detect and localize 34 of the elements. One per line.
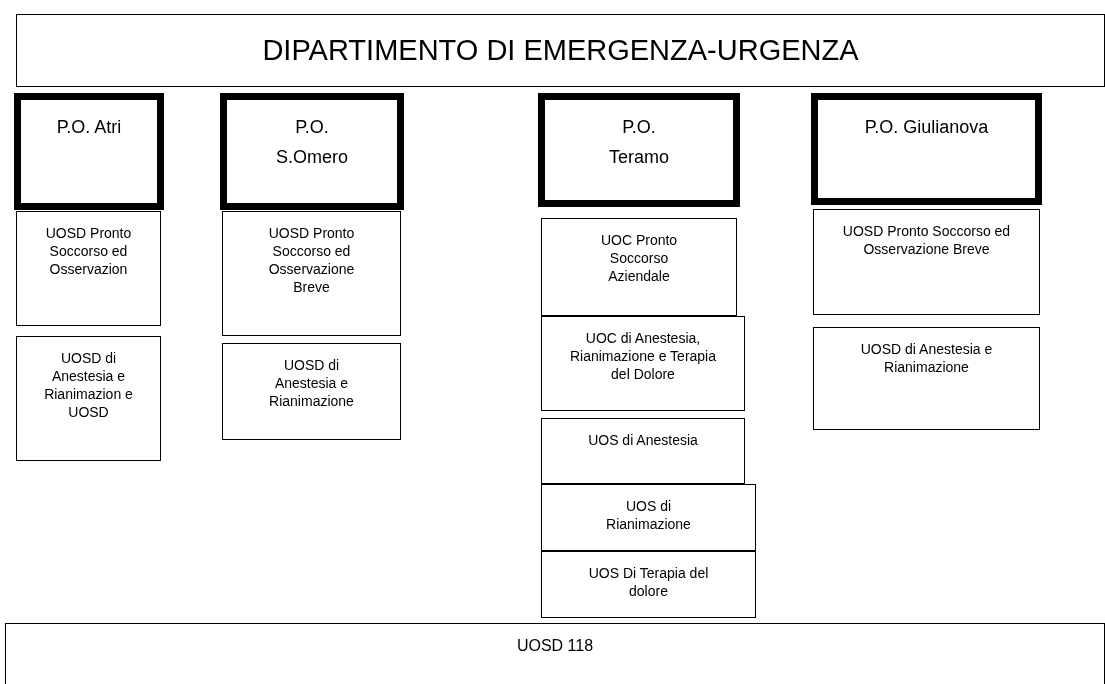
unit-box [541, 218, 737, 316]
hospital-name: P.O. Teramo [608, 116, 670, 169]
department-title: DIPARTIMENTO DI EMERGENZA-URGENZA [262, 33, 859, 69]
unit-name: UOS di Rianimazione [605, 497, 692, 534]
unit-name: UOS Di Terapia del dolore [587, 564, 710, 601]
unit-name: UOSD di Anestesia e Rianimazione [859, 340, 994, 377]
unit-box [813, 209, 1040, 315]
service-name: UOSD 118 [516, 636, 594, 656]
unit-box [813, 327, 1040, 430]
hospital-name: P.O. S.Omero [275, 116, 349, 169]
service-band [5, 623, 1105, 684]
unit-box [541, 316, 745, 411]
unit-name: UOSD Pronto Soccorso ed Osservazione Breve [267, 224, 356, 297]
hospital-box [811, 93, 1042, 205]
unit-name: UOSD Pronto Soccorso ed Osservazione Breve [841, 222, 1012, 259]
hospital-name: P.O. Giulianova [864, 116, 989, 139]
unit-name: UOSD di Anestesia e Rianimazion e UOSD [43, 349, 134, 422]
unit-box [222, 343, 401, 440]
unit-box [541, 484, 756, 551]
unit-name: UOS di Anestesia [588, 431, 698, 450]
unit-name: UOC Pronto Soccorso Aziendale [599, 231, 679, 286]
hospital-name: P.O. Atri [56, 116, 122, 139]
hospital-box [14, 93, 164, 210]
unit-name: UOC di Anestesia, Rianimazione e Terapia del Dolore [568, 329, 718, 384]
department-header-box [16, 14, 1105, 87]
unit-box [16, 211, 161, 326]
unit-name: UOSD di Anestesia e Rianimazione [268, 356, 355, 411]
hospital-box [538, 93, 740, 207]
unit-box [16, 336, 161, 461]
unit-box [541, 418, 745, 484]
hospital-box [220, 93, 404, 210]
unit-name: UOSD Pronto Soccorso ed Osservazion [44, 224, 133, 279]
unit-box [222, 211, 401, 336]
unit-box [541, 551, 756, 618]
